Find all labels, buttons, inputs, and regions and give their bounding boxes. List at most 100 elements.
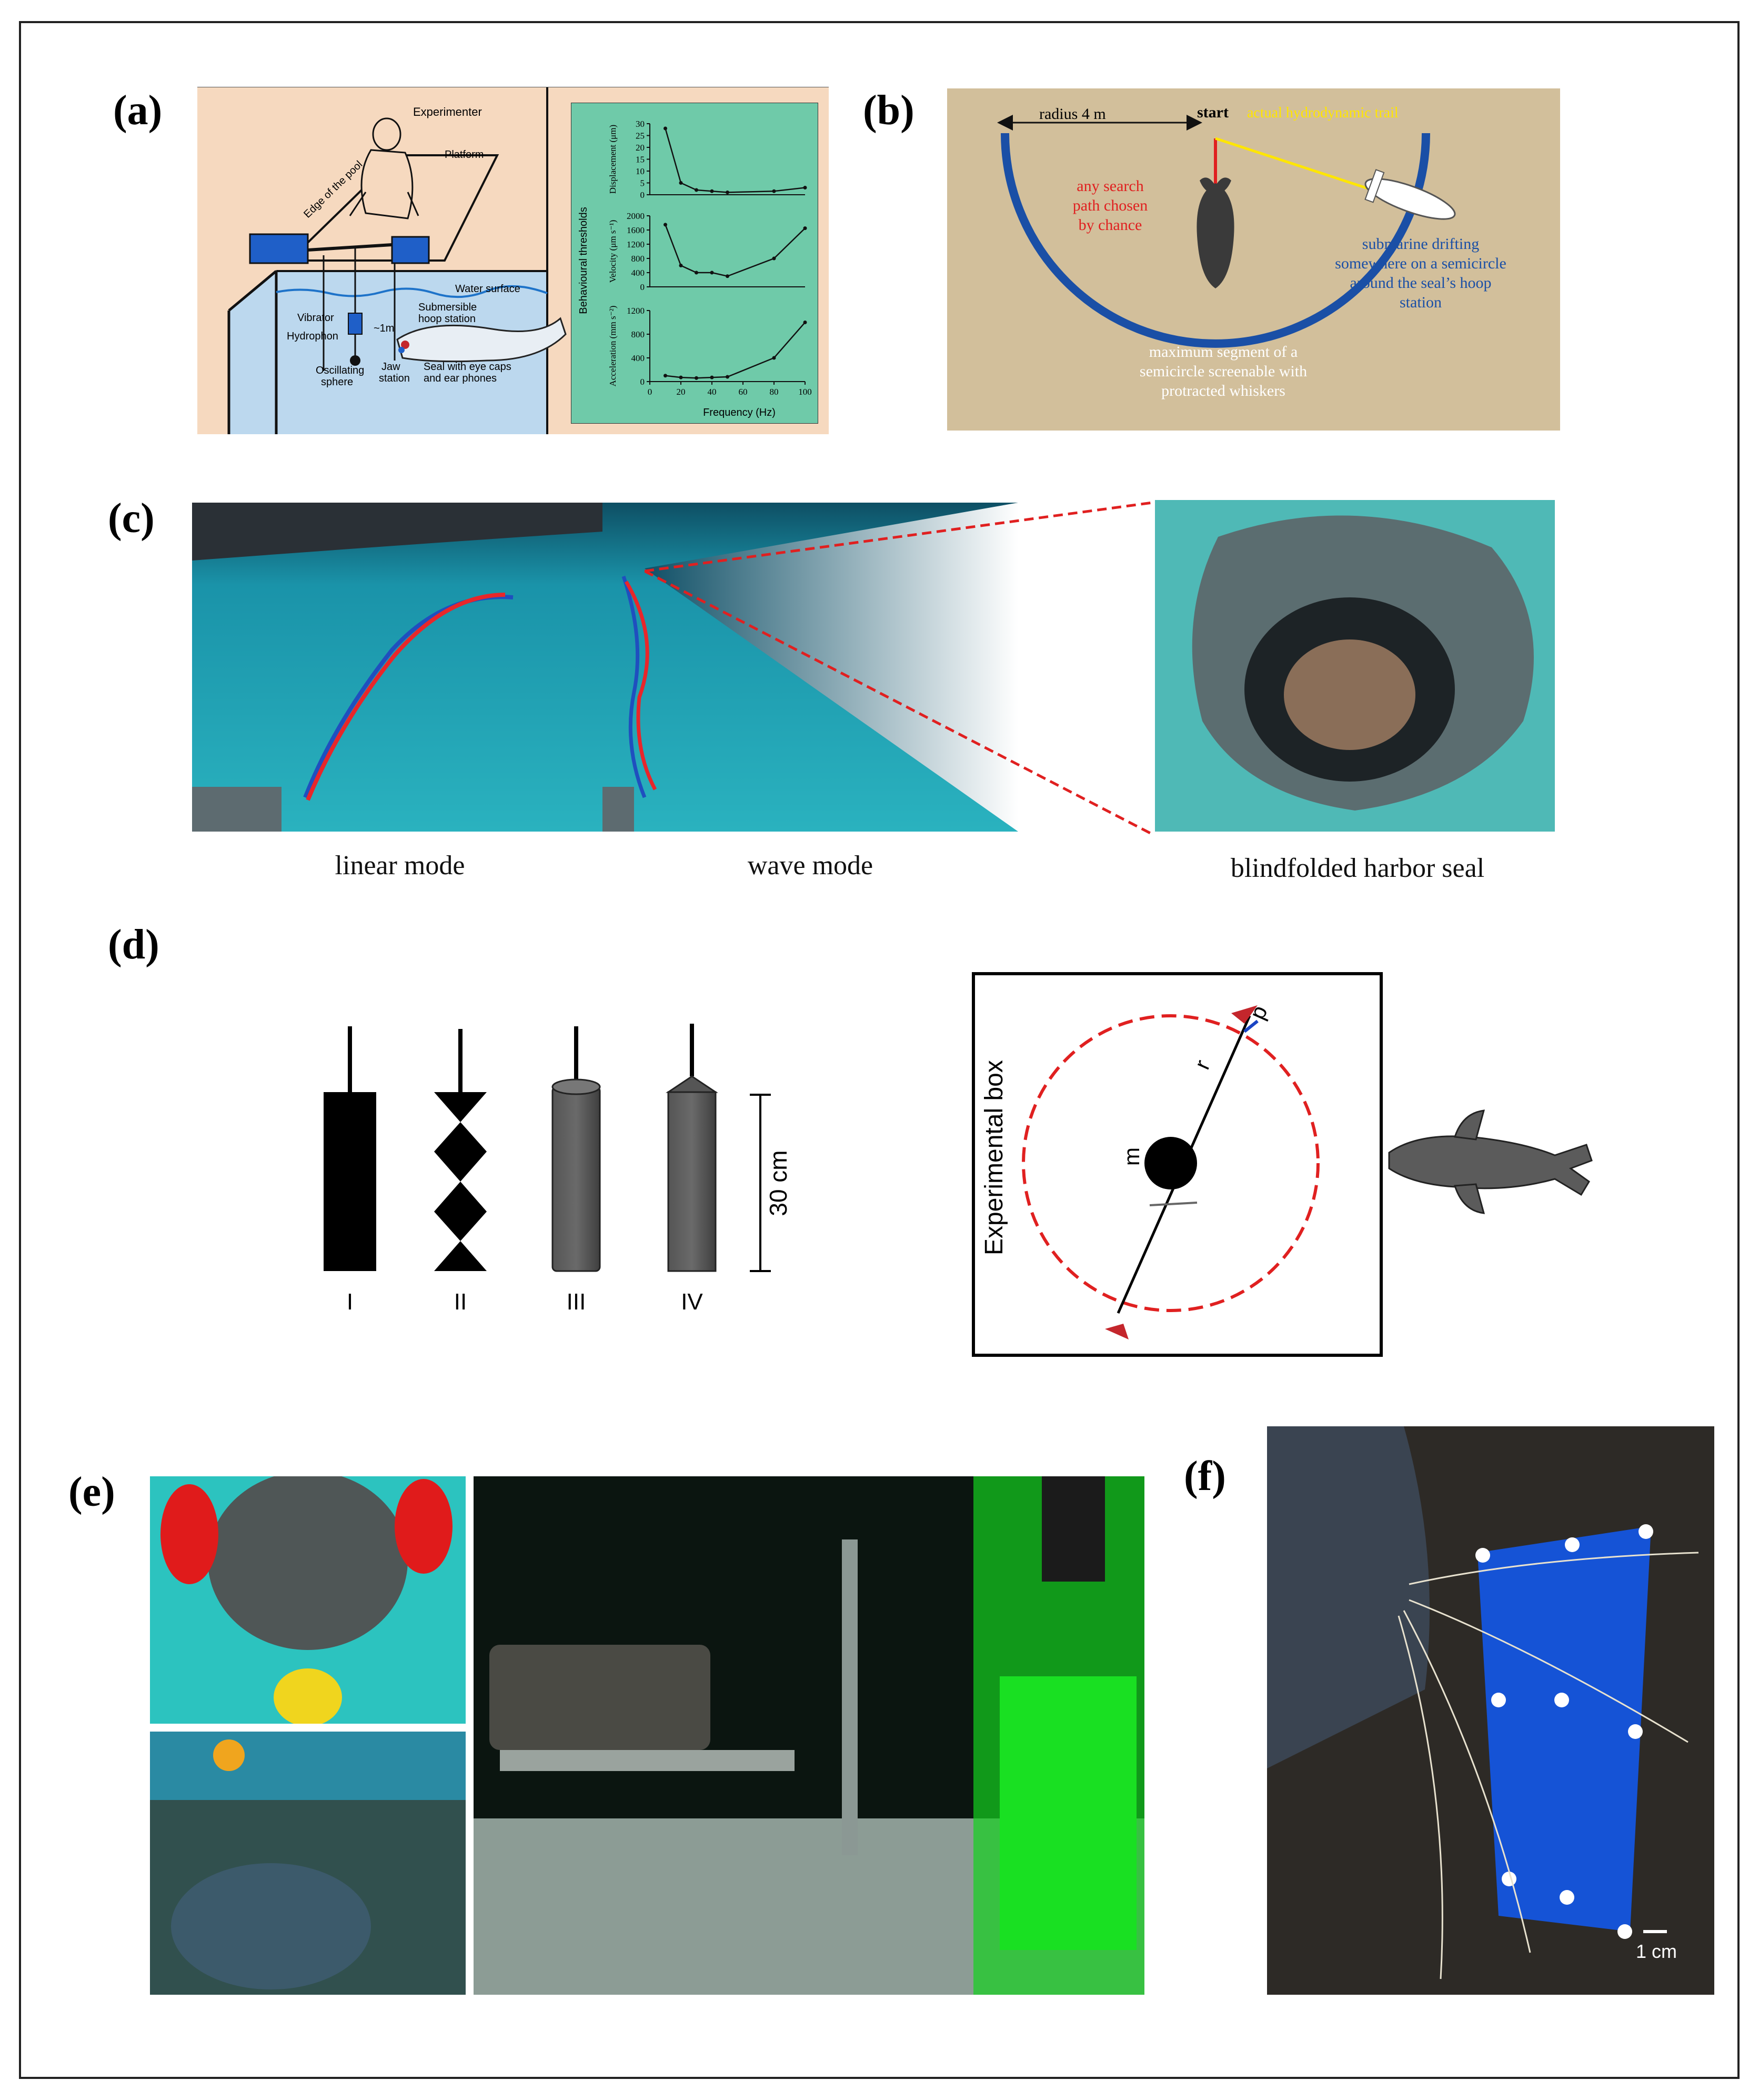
- linear-mode-image: [192, 503, 602, 832]
- label-radius: radius 4 m: [1039, 105, 1106, 123]
- y-tick-label: 400: [631, 353, 645, 363]
- panel-e-apparatus: [474, 1476, 1144, 1995]
- data-point: [679, 181, 683, 185]
- data-point: [695, 376, 698, 380]
- y-tick-label: 0: [640, 377, 645, 387]
- data-point: [772, 189, 776, 193]
- chart-xlabel: Frequency (Hz): [703, 407, 776, 418]
- y-tick-label: 30: [636, 119, 645, 129]
- label-hydrophon: Hydrophon: [287, 331, 338, 342]
- x-tick-label: 40: [708, 387, 717, 397]
- whisker-plate-image: 1 cm: [1267, 1426, 1714, 1995]
- panel-label-d: (d): [108, 922, 159, 968]
- panel-label-b: (b): [863, 87, 914, 134]
- panel-a: Experimenter Platform Edge of the pool W…: [197, 87, 829, 434]
- label-jaw-2: station: [379, 373, 410, 384]
- data-point: [664, 223, 667, 227]
- data-point: [803, 226, 807, 231]
- data-point: [695, 188, 698, 192]
- x-tick-label: 0: [648, 387, 652, 397]
- figure-frame: [19, 21, 1740, 2079]
- label-start: start: [1197, 104, 1229, 121]
- data-point: [726, 274, 729, 278]
- y-tick-label: 10: [636, 166, 645, 176]
- shape-label-I: I: [347, 1289, 353, 1315]
- label-hoop-2: hoop station: [418, 313, 476, 325]
- panel-label-a: (a): [113, 87, 163, 134]
- label-oscillating-1: Oscillating: [316, 365, 364, 376]
- label-sub-2: somewhere on a semicircle: [1335, 255, 1506, 272]
- data-point: [772, 356, 776, 360]
- label-sub-3: around the seal’s hoop: [1350, 274, 1491, 292]
- y-axis-label: Displacement (μm): [608, 125, 618, 194]
- caption-wave-mode: wave mode: [747, 851, 873, 881]
- label-experimenter: Experimenter: [413, 105, 482, 118]
- label-segment-1: maximum segment of a: [1149, 343, 1298, 361]
- apparatus-image: [474, 1476, 1144, 1995]
- panel-b: radius 4 m start actual hydrodynamic tra…: [947, 88, 1560, 431]
- y-tick-label: 800: [631, 254, 645, 264]
- label-sub-4: station: [1400, 294, 1442, 311]
- label-depth: ~1m: [374, 323, 394, 334]
- y-tick-label: 1600: [627, 225, 645, 235]
- panel-label-e: (e): [68, 1469, 115, 1515]
- caption-linear-mode: linear mode: [335, 851, 465, 881]
- label-m: m: [1119, 1147, 1144, 1166]
- label-seal-2: and ear phones: [424, 373, 497, 384]
- panel-e-seal-underwater: [150, 1732, 466, 1995]
- y-tick-label: 1200: [627, 239, 645, 249]
- panel-d-shapes: 30 cm I II III IV: [324, 1024, 792, 1315]
- seal-headphones-image: [150, 1476, 466, 1724]
- panel-c-seal-photo: [1155, 500, 1555, 832]
- seal-underwater-image: [150, 1732, 466, 1995]
- label-experimental-box: Experimental box: [980, 1060, 1008, 1255]
- label-search-3: by chance: [1079, 216, 1142, 234]
- shape-label-IV: IV: [681, 1289, 703, 1315]
- y-axis-label: Acceleration (mm s⁻²): [608, 306, 618, 387]
- data-point: [710, 189, 714, 193]
- data-point: [772, 256, 776, 261]
- y-tick-label: 25: [636, 131, 645, 141]
- y-tick-label: 0: [640, 190, 645, 200]
- data-point: [710, 375, 714, 379]
- chart-group-ylabel: Behavioural thresholds: [578, 207, 589, 314]
- label-search-2: path chosen: [1073, 197, 1148, 214]
- y-tick-label: 15: [636, 155, 645, 165]
- panel-e-seal-headphones: [150, 1476, 466, 1724]
- y-tick-label: 400: [631, 268, 645, 278]
- label-segment-3: protracted whiskers: [1161, 382, 1285, 399]
- caption-blindfolded: blindfolded harbor seal: [1230, 853, 1485, 883]
- label-seal-1: Seal with eye caps: [424, 361, 511, 373]
- zoom-lines: [645, 501, 1153, 836]
- label-hoop-1: Submersible: [418, 302, 477, 313]
- shape-label-II: II: [454, 1289, 467, 1315]
- shape-label-III: III: [567, 1289, 586, 1315]
- y-tick-label: 1200: [627, 306, 645, 316]
- x-tick-label: 80: [770, 387, 779, 397]
- panel-f-whisker-photo: 1 cm: [1267, 1426, 1714, 1995]
- data-point: [726, 191, 729, 194]
- label-search-1: any search: [1077, 177, 1143, 195]
- x-tick-label: 60: [739, 387, 748, 397]
- panel-a-threshold-charts: Behavioural thresholds Frequency (Hz) 05…: [571, 103, 818, 424]
- panel-c-linear-photo: [192, 503, 602, 832]
- panel-b-illustration: radius 4 m start actual hydrodynamic tra…: [947, 88, 1560, 431]
- panel-label-c: (c): [108, 495, 155, 542]
- label-sub-1: submarine drifting: [1362, 235, 1479, 253]
- label-jaw-1: Jaw: [381, 361, 400, 373]
- label-trail: actual hydrodynamic trail: [1247, 105, 1399, 121]
- data-point: [679, 375, 683, 379]
- label-platform: Platform: [445, 149, 484, 161]
- y-tick-label: 2000: [627, 211, 645, 221]
- data-point: [664, 126, 667, 131]
- panel-d-experimental-box: Experimental box m r p: [972, 972, 1593, 1357]
- blindfolded-seal-image: [1155, 500, 1555, 832]
- label-vibrator: Vibrator: [297, 312, 334, 324]
- x-tick-label: 20: [677, 387, 686, 397]
- scale-1cm: 1 cm: [1636, 1941, 1677, 1962]
- label-oscillating-2: sphere: [321, 376, 353, 388]
- data-point: [710, 271, 714, 275]
- label-water-surface: Water surface: [455, 283, 520, 295]
- y-axis-label: Velocity (μm s⁻¹): [608, 220, 618, 283]
- data-point: [803, 186, 807, 189]
